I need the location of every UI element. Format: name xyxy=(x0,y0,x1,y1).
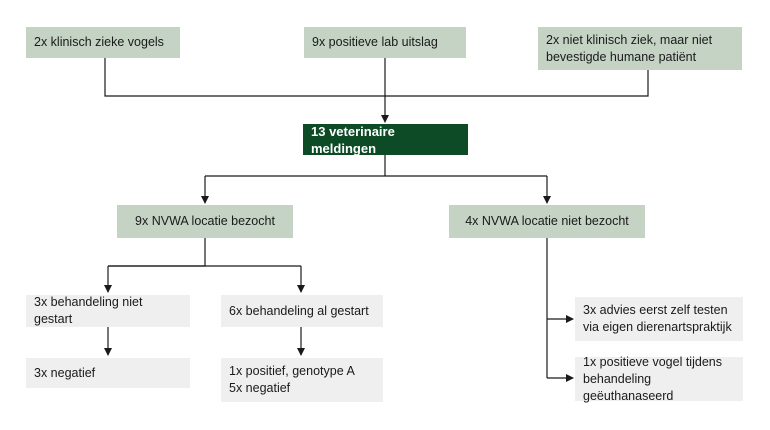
source-positive-lab-results-label: 9x positieve lab uitslag xyxy=(312,35,438,49)
connector-visited-down xyxy=(108,238,206,267)
connector-source-left xyxy=(104,58,649,97)
level2-location-visited-label: 9x NVWA locatie bezocht xyxy=(135,214,275,228)
level2-location-visited: 9x NVWA locatie bezocht xyxy=(117,205,293,238)
source-unconfirmed-human-patient: 2x niet klinisch ziek, maar niet bevesti… xyxy=(538,27,742,70)
visited-treatment-started: 6x behandeling al gestart xyxy=(221,295,383,327)
outcome-started-results-label: 1x positief, genotype A 5x negatief xyxy=(229,364,355,395)
not-visited-bird-euthanized-label: 1x positieve vogel tijdens behandeling g… xyxy=(583,354,722,403)
outcome-started-results: 1x positief, genotype A 5x negatief xyxy=(221,358,383,402)
center-veterinary-reports: 13 veterinaire meldingen xyxy=(303,123,468,156)
source-clinically-sick-birds-label: 2x klinisch zieke vogels xyxy=(34,35,164,49)
outcome-not-started-negative-label: 3x negatief xyxy=(34,365,96,380)
not-visited-advice-self-test: 3x advies eerst zelf testen via eigen di… xyxy=(575,297,743,341)
visited-treatment-started-label: 6x behandeling al gestart xyxy=(229,303,369,318)
source-clinically-sick-birds: 2x klinisch zieke vogels xyxy=(26,27,180,58)
center-veterinary-reports-label: 13 veterinaire meldingen xyxy=(311,123,395,156)
visited-treatment-not-started: 3x behandeling niet gestart xyxy=(26,295,190,327)
level2-location-not-visited: 4x NVWA locatie niet bezocht xyxy=(449,205,645,238)
level2-location-not-visited-label: 4x NVWA locatie niet bezocht xyxy=(465,214,629,228)
visited-treatment-not-started-label: 3x behandeling niet gestart xyxy=(34,295,143,326)
outcome-not-started-negative: 3x negatief xyxy=(26,358,190,388)
not-visited-advice-self-test-label: 3x advies eerst zelf testen via eigen di… xyxy=(583,303,732,334)
source-unconfirmed-human-patient-label: 2x niet klinisch ziek, maar niet bevesti… xyxy=(546,32,713,64)
source-positive-lab-results: 9x positieve lab uitslag xyxy=(304,27,466,58)
not-visited-bird-euthanized: 1x positieve vogel tijdens behandeling g… xyxy=(575,355,743,403)
